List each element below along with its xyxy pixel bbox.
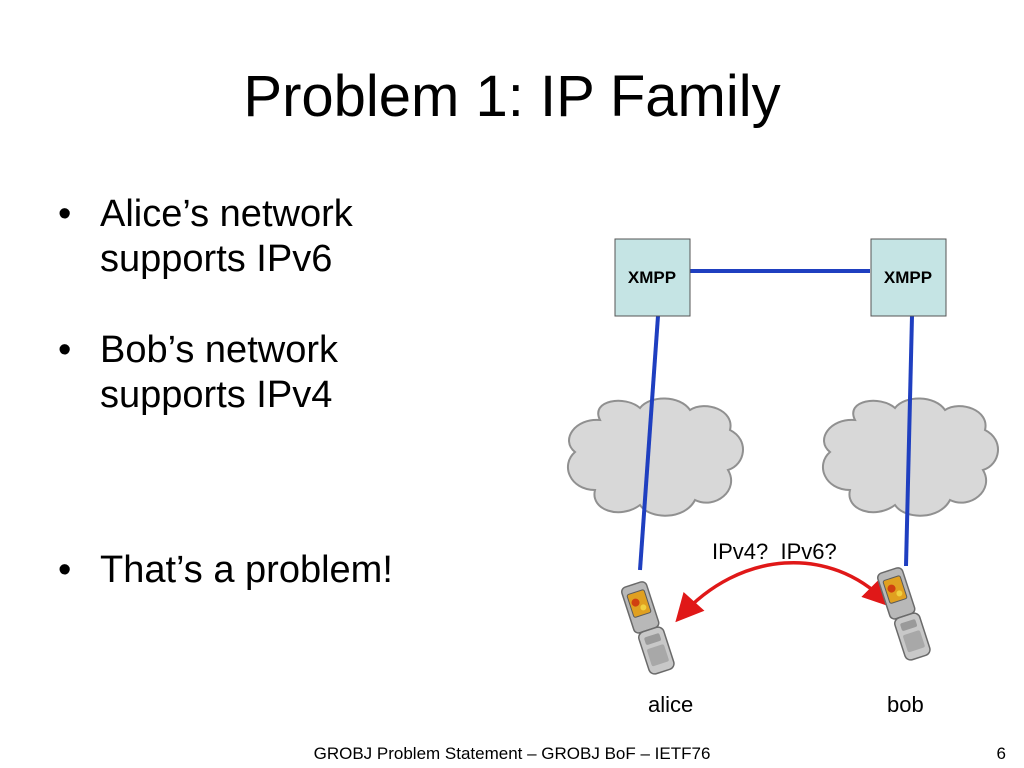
bob-label: bob: [887, 692, 924, 717]
negotiation-arrow: [675, 560, 891, 623]
alice-phone-icon: [621, 581, 675, 675]
bullet-line: Alice’s network: [100, 193, 353, 235]
bullet-symbol: •: [58, 329, 72, 371]
bullet-symbol: •: [58, 193, 72, 235]
xmpp-server-left-label: XMPP: [628, 268, 676, 287]
xmpp-server-left: XMPP: [614, 238, 691, 317]
xmpp-server-right-label: XMPP: [884, 268, 932, 287]
bullet-alice-network: • Alice’s network supports IPv6: [58, 192, 353, 282]
bullet-problem: • That’s a problem!: [58, 548, 393, 593]
page-number: 6: [996, 744, 1006, 763]
alice-label: alice: [648, 692, 694, 717]
slide-title: Problem 1: IP Family: [243, 64, 781, 129]
cloud-left-icon: [566, 397, 744, 517]
slide-footer: GROBJ Problem Statement – GROBJ BoF – IE…: [313, 744, 711, 763]
bob-phone-icon: [877, 567, 931, 661]
bullet-line: That’s a problem!: [100, 549, 393, 591]
xmpp-server-right: XMPP: [870, 238, 947, 317]
bullet-line: Bob’s network: [100, 329, 338, 371]
bullet-symbol: •: [58, 549, 72, 591]
bob-uplink-line: [904, 315, 914, 567]
ip-question-label: IPv4? IPv6?: [712, 539, 837, 564]
bullet-line: supports IPv4: [100, 374, 333, 416]
bullet-bob-network: • Bob’s network supports IPv4: [58, 328, 338, 418]
bullet-line: supports IPv6: [100, 238, 333, 280]
alice-uplink-line: [638, 315, 660, 571]
